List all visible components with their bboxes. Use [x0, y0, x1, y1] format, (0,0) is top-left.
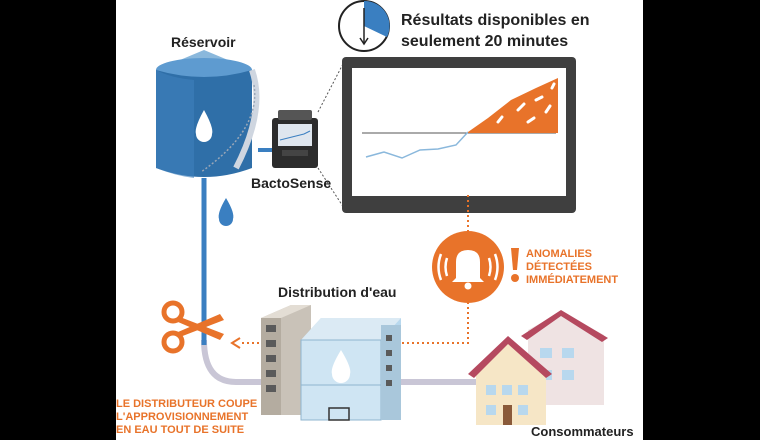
bactosense-label: BactoSense	[251, 175, 332, 191]
bell-icon	[432, 231, 504, 303]
arrow-left-icon	[230, 337, 241, 349]
pipe-to-building	[201, 339, 276, 385]
scissors-icon	[161, 300, 224, 354]
headline-line-2: seulement 20 minutes	[401, 33, 569, 50]
reservoir-tank	[156, 50, 260, 178]
cut-line-1: LE DISTRIBUTEUR COUPE	[116, 398, 258, 410]
consumers-label: Consommateurs	[531, 424, 634, 439]
headline: Résultats disponibles en seulement 20 mi…	[401, 10, 589, 52]
exclamation-icon	[511, 248, 519, 282]
headline-line-1: Résultats disponibles en	[401, 12, 590, 29]
distribution-building	[261, 305, 401, 421]
cut-line-3: EN EAU TOUT DE SUITE	[116, 424, 245, 436]
zoom-line	[317, 61, 345, 113]
alert-line-1: ANOMALIES	[526, 248, 592, 260]
clock-icon	[338, 0, 390, 52]
alert-text: ANOMALIES DÉTECTÉES IMMÉDIATEMENT	[526, 248, 618, 287]
distribution-label: Distribution d'eau	[278, 284, 397, 300]
reservoir-label: Réservoir	[171, 34, 236, 50]
alert-line-2: DÉTECTÉES	[526, 261, 593, 273]
bactosense-device	[272, 110, 318, 168]
cut-line-2: L'APPROVISIONNEMENT	[116, 411, 249, 423]
water-drop-icon	[195, 110, 213, 142]
diagram-panel: Réservoir BactoSense Résultats disponibl…	[116, 0, 643, 440]
alert-line-3: IMMÉDIATEMENT	[526, 274, 619, 286]
cut-supply-text: LE DISTRIBUTEUR COUPE L'APPROVISIONNEMEN…	[116, 398, 257, 437]
consumer-houses	[468, 310, 608, 425]
diagram-artwork	[156, 0, 608, 425]
alert-link	[240, 302, 469, 344]
water-drop-icon	[218, 198, 234, 226]
results-monitor	[342, 57, 576, 213]
